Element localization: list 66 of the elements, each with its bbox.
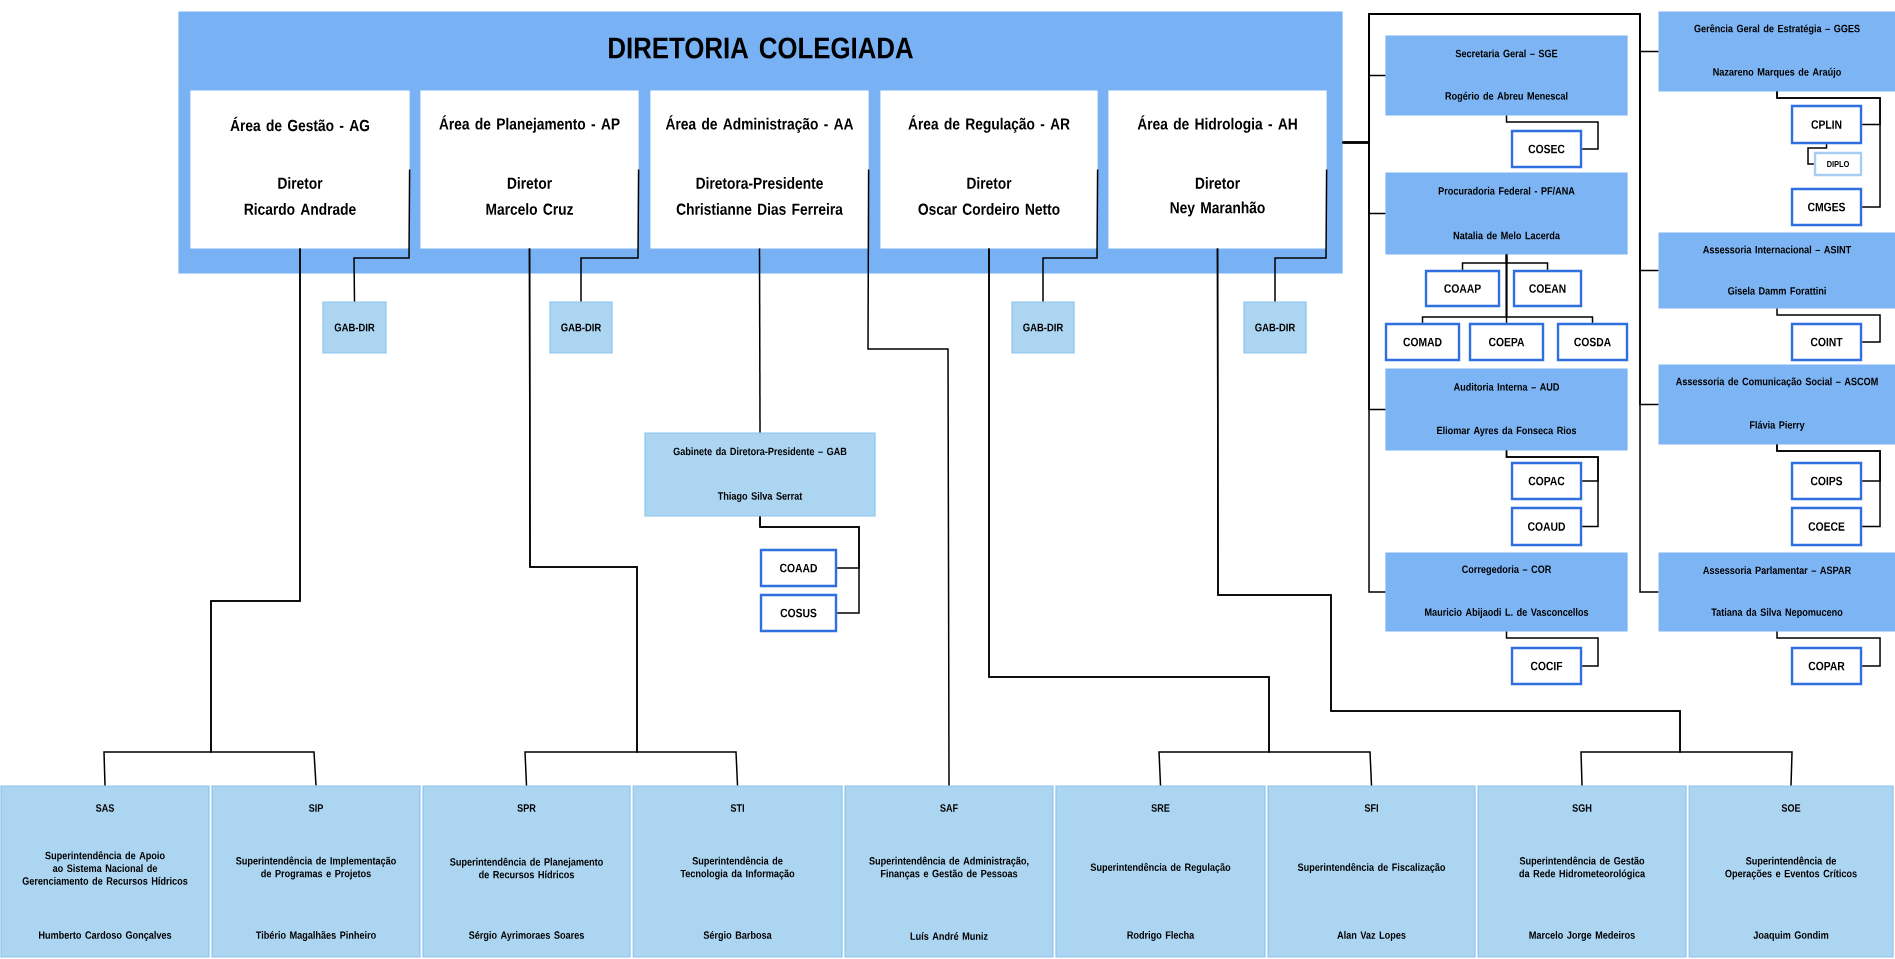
coordination-box: COIPS <box>1790 461 1863 501</box>
director-box: Área de Planejamento - AP Diretor Marcelo Cruz <box>420 90 639 249</box>
connector-line <box>988 247 1373 787</box>
unit-box: Assessoria Internacional – ASINT Gisela Damm Forattini <box>1658 232 1895 309</box>
superintendency-box: STI Superintendência de Tecnologia da Informação Sérgio Barbosa <box>632 785 843 958</box>
superintendency-box: SAF Superintendência de Administração, Finanças e Gestão de Pessoas Luís André Muniz <box>844 785 1054 958</box>
office-box: Gabinete da Diretora-Presidente – GAB Thiago Silva Serrat <box>644 432 876 517</box>
unit-box: Corregedoria – COR Mauricio Abijaodi L. de Vasconcellos <box>1385 552 1628 632</box>
connector-line <box>1776 90 1881 208</box>
unit-box: Procuradoria Federal - PF/ANA Natalia de Melo Lacerda <box>1385 172 1628 255</box>
coordination-box: CPLIN <box>1790 104 1863 145</box>
office-box: GAB-DIR <box>322 301 387 354</box>
connector-line <box>528 247 739 787</box>
connector-line <box>1776 307 1881 343</box>
connector-line <box>1505 630 1599 667</box>
coordination-box: COSUS <box>759 593 838 633</box>
coordination-box: COPAC <box>1510 461 1583 501</box>
superintendency-box: SOE Superintendência de Operações e Eventos Críticos Joaquim Gondim <box>1688 785 1894 958</box>
superintendency-box: SFI Superintendência de Fiscalização Alan Vaz Lopes <box>1267 785 1476 958</box>
connector-line <box>353 168 411 303</box>
superintendency-box: SIP Superintendência de Implementação de Programas e Projetos Tibério Magalhães Pinheiro <box>211 785 421 958</box>
unit-box: Auditoria Interna – AUD Eliomar Ayres da Fonseca Rios <box>1385 368 1628 451</box>
connector-line <box>1807 143 1828 165</box>
connector-line <box>1216 247 1793 787</box>
unit-box: Gerência Geral de Estratégia – GGES Nazareno Marques de Araújo <box>1658 11 1895 92</box>
office-box: GAB-DIR <box>1011 301 1075 354</box>
coordination-box: COAAP <box>1424 269 1501 308</box>
connector-line <box>1042 168 1099 303</box>
connector-line <box>1505 114 1599 150</box>
connector-line <box>759 515 860 614</box>
connector-line <box>1776 443 1881 528</box>
coordination-box: COSEC <box>1510 129 1583 169</box>
connector-line <box>1776 630 1881 667</box>
coordination-box: COAAD <box>759 548 838 588</box>
coordination-box: COSDA <box>1556 322 1629 362</box>
connector-line <box>580 168 640 303</box>
coordination-box: COCIF <box>1510 646 1583 686</box>
coordination-box: COECE <box>1790 506 1863 547</box>
coordination-box: COPAR <box>1790 646 1863 686</box>
superintendency-box: SGH Superintendência de Gestão da Rede Hidrometeorológica Marcelo Jorge Medeiros <box>1477 785 1687 958</box>
superintendency-box: SRE Superintendência de Regulação Rodrigo Flecha <box>1055 785 1266 958</box>
unit-box: Assessoria Parlamentar – ASPAR Tatiana da Silva Nepomuceno <box>1658 552 1895 632</box>
connector-line <box>1341 13 1660 593</box>
connector-line <box>867 168 950 787</box>
connector-line <box>1505 449 1599 528</box>
superintendency-box: SPR Superintendência de Planejamento de Recursos Hídricos Sérgio Ayrimoraes Soares <box>422 785 631 958</box>
coordination-box: COEAN <box>1512 269 1583 308</box>
coordination-box: COEPA <box>1468 322 1545 362</box>
superintendency-box: SAS Superintendência de Apoio ao Sistema Nacional de Gerenciamento de Recursos Hídricos Humberto Cardoso Gonçalves <box>0 785 210 958</box>
connector-line <box>1505 253 1594 324</box>
director-box: Área de Administração - AA Diretora-Presidente Christianne Dias Ferreira <box>650 90 869 249</box>
unit-box: Secretaria Geral – SGE Rogério de Abreu Menescal <box>1385 35 1628 116</box>
coordination-box: COMAD <box>1384 322 1461 362</box>
coordination-box: COAUD <box>1510 506 1583 547</box>
director-box: Área de Hidrologia - AH Diretor Ney Maranhão <box>1108 90 1327 249</box>
director-box: Área de Regulação - AR Diretor Oscar Cordeiro Netto <box>880 90 1098 249</box>
unit-box: Assessoria de Comunicação Social – ASCOM Flávia Pierry <box>1658 364 1895 445</box>
office-box: GAB-DIR <box>1243 301 1307 354</box>
connector-line <box>1274 168 1328 303</box>
office-box: GAB-DIR <box>549 301 613 354</box>
coordination-box: CMGES <box>1790 187 1863 227</box>
connector-line <box>758 247 761 434</box>
coordination-box: DIPLO <box>1813 151 1863 177</box>
director-box: Área de Gestão - AG Diretor Ricardo Andrade <box>190 90 410 249</box>
coordination-box: COINT <box>1790 322 1863 362</box>
connector-line <box>210 247 317 787</box>
